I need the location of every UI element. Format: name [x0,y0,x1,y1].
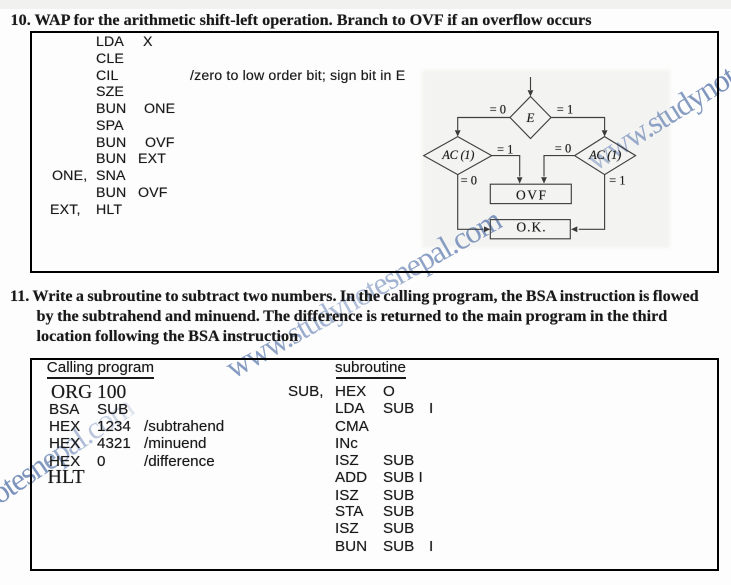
svg-text:O.K.: O.K. [516,219,546,234]
svg-text:= 1: = 1 [609,174,625,188]
svg-text:OVF: OVF [516,187,548,202]
svg-text:= 0: = 0 [555,142,571,156]
svg-text:AC (1): AC (1) [588,148,621,162]
svg-text:= 0: = 0 [461,174,477,188]
svg-text:= 0: = 0 [490,103,506,117]
svg-text:= 1: = 1 [557,103,573,117]
svg-text:= 1: = 1 [497,143,513,157]
svg-text:E: E [526,110,535,125]
svg-text:AC (1): AC (1) [441,148,474,162]
